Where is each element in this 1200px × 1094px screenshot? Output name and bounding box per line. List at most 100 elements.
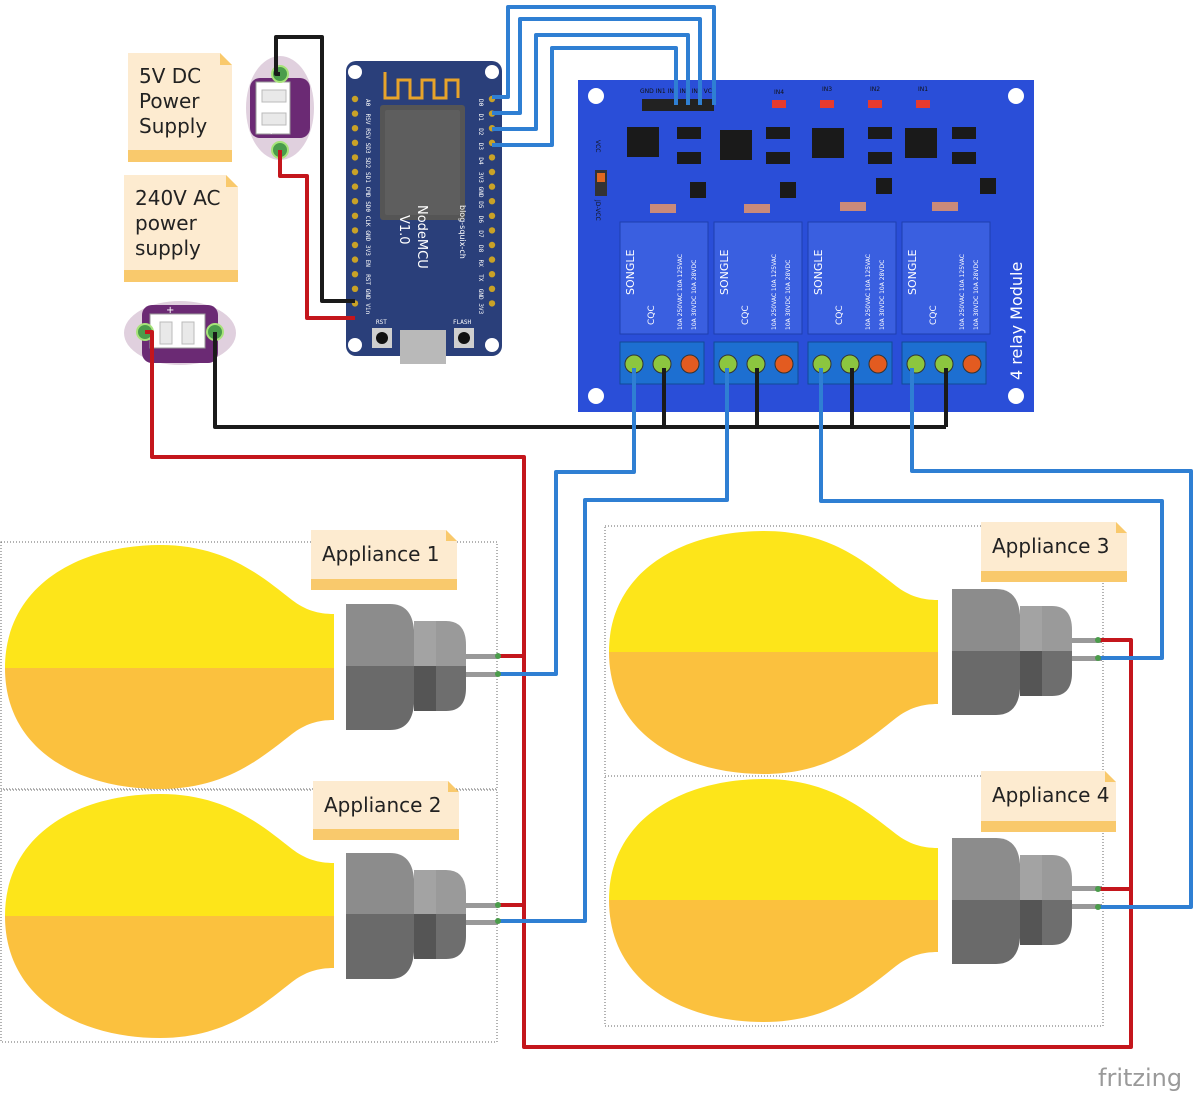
- nodemcu-right-pin-label: TX: [477, 274, 484, 282]
- relay-mark-label: CQC: [835, 305, 845, 325]
- note-ac-line1: 240V AC: [135, 186, 221, 210]
- wire-d3-in1: [492, 46, 678, 147]
- nodemcu-right-pin-label: D5: [477, 201, 484, 209]
- note-appliance-1-text: Appliance 1: [322, 542, 440, 566]
- relay-3: [807, 221, 897, 335]
- nodemcu-right-pin-label: D6: [477, 216, 484, 224]
- nodemcu-left-pin: [351, 271, 359, 278]
- note-appliance-2: Appliance 2: [313, 781, 459, 840]
- nodemcu-right-pin-label: D3: [477, 143, 484, 151]
- nodemcu-left-pin-label: Vin: [364, 303, 371, 314]
- terminal-screw: [774, 354, 794, 374]
- appliance-1-frame: [0, 541, 498, 790]
- nodemcu-right-pin-label: D7: [477, 230, 484, 238]
- relay-rating-2: 10A 30VDC 10A 28VDC: [879, 260, 886, 330]
- nodemcu-right-pin-label: 3V3: [477, 303, 484, 314]
- nodemcu-left-pin-label: RST: [364, 274, 371, 285]
- note-appliance-1: Appliance 1: [311, 530, 457, 590]
- wire-relay3-appliance3: [819, 368, 1164, 660]
- relay-jdvcc-label: JD-VCC: [594, 199, 601, 221]
- note-appliance-4-text: Appliance 4: [992, 783, 1110, 807]
- nodemcu-right-pin: [488, 300, 496, 307]
- terminal-screw: [962, 354, 982, 374]
- ac-power-connector: +: [124, 301, 236, 365]
- relay-mark-label: CQC: [741, 305, 751, 325]
- nodemcu-left-pin: [351, 256, 359, 263]
- nodemcu-left-pin-label: RSV: [364, 128, 371, 139]
- nodemcu-left-pin: [351, 183, 359, 190]
- appliance-2-frame: [0, 789, 498, 1043]
- relay-brand-label: SONGLE: [624, 249, 637, 295]
- nodemcu-left-pin: [351, 241, 359, 249]
- note-ac-line2: power: [135, 211, 198, 235]
- nodemcu-rst-label: RST: [376, 319, 387, 326]
- nodemcu-right-pin: [488, 271, 496, 278]
- relay-header-labels: GND IN1 IN2 IN3 IN4 VCC: [640, 88, 716, 95]
- note-dc-line3: Supply: [139, 114, 207, 138]
- nodemcu-left-pin: [351, 139, 359, 146]
- note-ac-supply: 240V AC power supply: [124, 175, 238, 282]
- nodemcu-right-pin-label: D8: [477, 245, 484, 253]
- nodemcu-flash-label: FLASH: [453, 319, 471, 326]
- nodemcu-site: blog-squix-ch: [458, 205, 467, 259]
- nodemcu-right-pin: [488, 198, 496, 205]
- nodemcu-left-pin: [351, 110, 359, 117]
- wire-dc-vin: [278, 150, 355, 320]
- wire-ac-live: [145, 330, 1133, 1049]
- optocoupler-4: [905, 128, 937, 158]
- nodemcu-left-pin-label: SD2: [364, 157, 371, 168]
- relay-rating-2: 10A 30VDC 10A 28VDC: [691, 260, 698, 330]
- nodemcu-right-pin-label: D4: [477, 157, 484, 165]
- relay-vcc-label: VCC: [594, 140, 601, 152]
- nodemcu-right-pin: [488, 227, 496, 234]
- nodemcu-left-pin: [351, 212, 359, 219]
- nodemcu-left-pin-label: GND: [364, 230, 371, 241]
- nodemcu-right-pin-label: GND: [477, 187, 484, 198]
- nodemcu-left-pin-label: GND: [364, 289, 371, 300]
- note-dc-line1: 5V DC: [139, 64, 201, 88]
- nodemcu-left-pin-label: CLK: [364, 216, 371, 227]
- nodemcu-left-pin: [351, 154, 359, 161]
- ac-plus: +: [166, 305, 174, 316]
- appliance-4-frame: [604, 775, 1104, 1027]
- nodemcu-right-pin: [488, 256, 496, 263]
- relay-mark-label: CQC: [929, 305, 939, 325]
- wire-relay1-appliance1: [498, 368, 636, 676]
- nodemcu-right-pin-label: D2: [477, 128, 484, 136]
- note-ac-line3: supply: [135, 236, 201, 260]
- nodemcu-left-pin-label: EN: [364, 260, 371, 268]
- nodemcu-board: A0RSVRSVSD3SD2SD1CMDSD0CLKGND3V3ENRSTGND…: [346, 61, 502, 364]
- nodemcu-left-pin-label: RSV: [364, 114, 371, 125]
- note-appliance-3: Appliance 3: [981, 522, 1127, 582]
- fritzing-logo-text: fritzing: [1098, 1064, 1182, 1092]
- nodemcu-right-pin: [488, 154, 496, 161]
- nodemcu-left-pin-label: A0: [364, 99, 371, 107]
- nodemcu-left-pin-label: SD0: [364, 201, 371, 212]
- relay-1: [619, 221, 709, 335]
- nodemcu-left-pin: [351, 168, 359, 176]
- relay-rating-1: 10A 250VAC 10A 125VAC: [677, 254, 684, 330]
- appliance-4-bulb: [609, 779, 1102, 1022]
- wire-d2-in2: [492, 33, 690, 131]
- relay-ind-in1: IN1: [918, 86, 928, 93]
- wire-dc-gnd: [274, 35, 355, 303]
- optocoupler-2: [720, 130, 752, 160]
- wires: [145, 5, 1193, 1049]
- relay-mark-label: CQC: [647, 305, 657, 325]
- terminal-screw: [680, 354, 700, 374]
- nodemcu-left-pin: [351, 95, 359, 103]
- wire-d0-in4: [492, 5, 716, 105]
- wire-d1-in3: [492, 17, 702, 115]
- relay-module: GND IN1 IN2 IN3 IN4 VCC IN4 IN3 IN2 IN1 …: [578, 80, 1034, 412]
- relay-brand-label: SONGLE: [812, 249, 825, 295]
- note-appliance-3-text: Appliance 3: [992, 534, 1110, 558]
- relay-rating-2: 10A 30VDC 10A 28VDC: [785, 260, 792, 330]
- relay-ind-in3: IN3: [822, 86, 832, 93]
- nodemcu-left-pin-label: SD1: [364, 172, 371, 183]
- nodemcu-right-pin-label: RX: [477, 260, 484, 268]
- relay-ind-in4: IN4: [774, 89, 784, 96]
- wire-relay4-appliance4: [910, 368, 1193, 909]
- nodemcu-left-pin-label: CMD: [364, 187, 371, 198]
- nodemcu-left-pin-label: 3V3: [364, 245, 371, 256]
- nodemcu-right-pin: [488, 212, 496, 219]
